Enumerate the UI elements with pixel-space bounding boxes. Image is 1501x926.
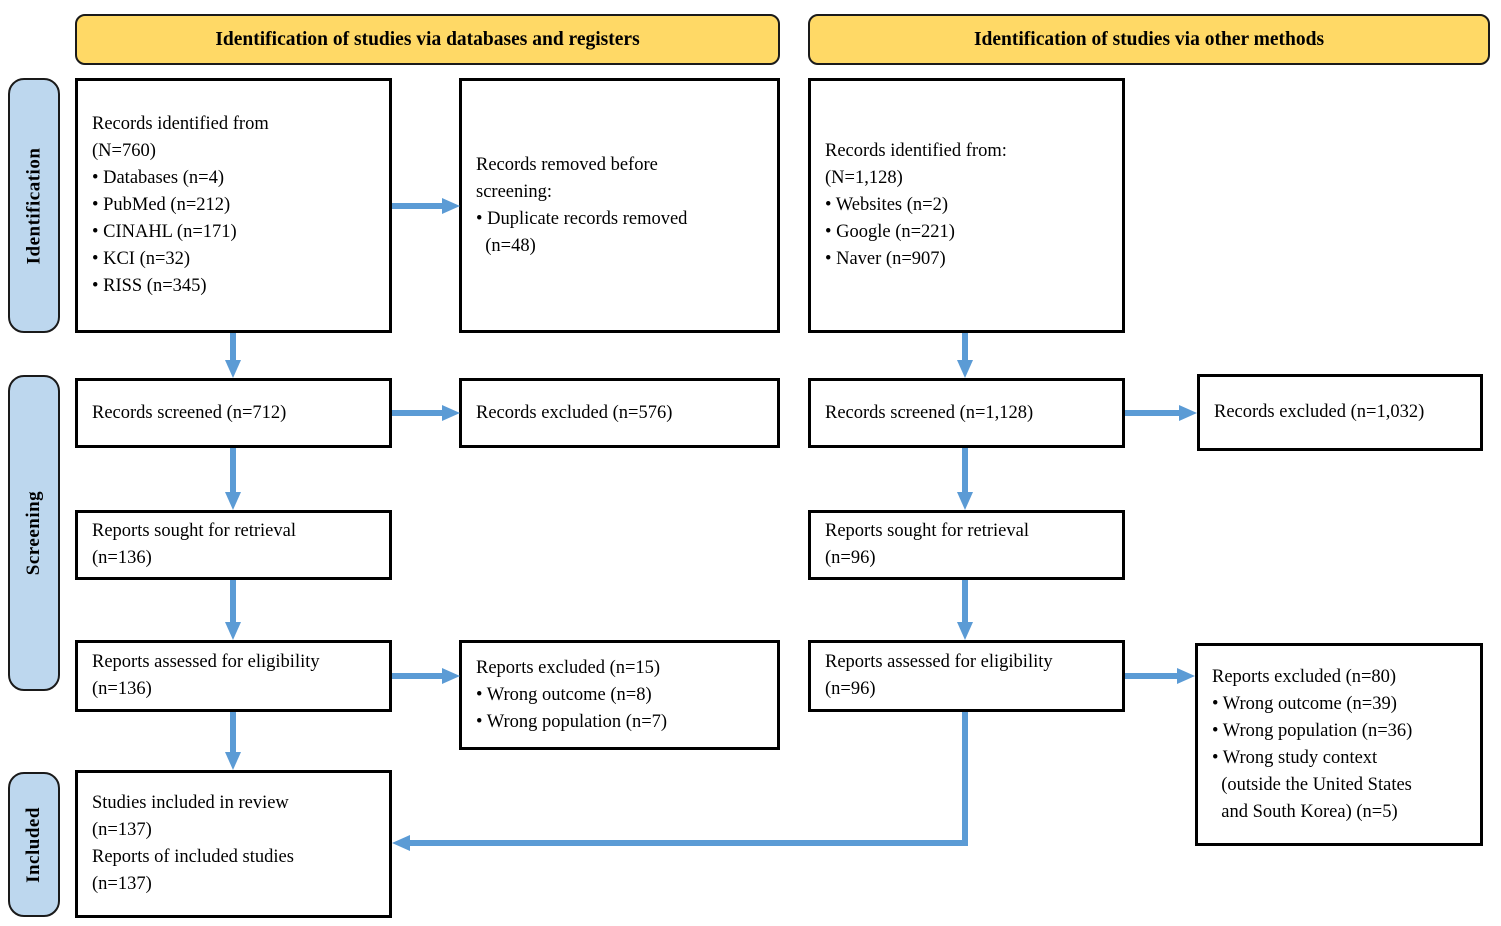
box-line: • Wrong outcome (n=8): [476, 684, 652, 705]
stage-label-text: Identification: [23, 147, 44, 264]
box-line: (n=137): [92, 874, 152, 894]
box-records-identified-other: Records identified from: (N=1,128) • Websi…: [808, 78, 1125, 333]
box-line: Records excluded (n=1,032): [1214, 402, 1425, 422]
box-line: Records removed before: [476, 154, 658, 175]
box-line: (n=136): [92, 679, 152, 699]
box-reports-sought-other: Reports sought for retrieval (n=96): [808, 510, 1125, 580]
box-line: • Wrong population (n=36): [1212, 720, 1413, 741]
box-line: • Websites (n=2): [825, 195, 948, 215]
box-records-removed-before-screening: Records removed before screening: • Duplic…: [459, 78, 780, 333]
box-line: Records screened (n=712): [92, 402, 287, 423]
box-line: Records identified from: [92, 114, 269, 134]
box-line: (N=760): [92, 141, 156, 161]
box-line: (n=96): [825, 679, 876, 699]
box-records-excluded-other: Records excluded (n=1,032): [1197, 374, 1483, 451]
box-line: Reports sought for retrieval: [92, 521, 296, 541]
stage-label-text: Included: [23, 806, 44, 883]
box-records-excluded-databases: Records excluded (n=576): [459, 378, 780, 448]
box-line: Records excluded (n=576): [476, 402, 673, 423]
box-line: • CINAHL (n=171): [92, 222, 237, 242]
box-line: Reports excluded (n=80): [1212, 666, 1397, 687]
box-line: Reports assessed for eligibility: [825, 652, 1053, 672]
box-line: • Wrong population (n=7): [476, 711, 668, 732]
column-header-databases: Identification of studies via databases …: [75, 14, 780, 65]
box-line: (N=1,128): [825, 168, 903, 188]
box-line: Reports excluded (n=15): [476, 657, 661, 678]
box-reports-assessed-databases: Reports assessed for eligibility (n=136): [75, 640, 392, 712]
box-reports-excluded-other: Reports excluded (n=80) • Wrong outcome (…: [1195, 643, 1483, 846]
box-line: • Wrong outcome (n=39): [1212, 693, 1397, 714]
box-line: Studies included in review: [92, 793, 289, 813]
stage-label-identification: Identification: [8, 78, 60, 333]
box-line: (n=96): [825, 548, 876, 568]
box-line: • Google (n=221): [825, 222, 955, 242]
box-reports-assessed-other: Reports assessed for eligibility (n=96): [808, 640, 1125, 712]
box-line: Reports sought for retrieval: [825, 521, 1029, 541]
box-line: • KCI (n=32): [92, 249, 191, 269]
box-records-screened-databases: Records screened (n=712): [75, 378, 392, 448]
box-line: • Wrong study context: [1212, 747, 1378, 768]
box-line: (n=136): [92, 548, 152, 568]
box-reports-sought-databases: Reports sought for retrieval (n=136): [75, 510, 392, 580]
box-records-identified-databases: Records identified from (N=760) • Database…: [75, 78, 392, 333]
box-line: Reports assessed for eligibility: [92, 652, 320, 672]
box-line: Records identified from:: [825, 141, 1007, 161]
box-records-screened-other: Records screened (n=1,128): [808, 378, 1125, 448]
box-line: (n=48): [476, 235, 536, 256]
box-reports-excluded-databases: Reports excluded (n=15) • Wrong outcome (…: [459, 640, 780, 750]
stage-label-text: Screening: [23, 490, 44, 576]
box-line: • PubMed (n=212): [92, 195, 231, 215]
box-line: (outside the United States: [1212, 774, 1412, 795]
box-line: screening:: [476, 181, 553, 202]
stage-label-screening: Screening: [8, 375, 60, 691]
box-line: • Naver (n=907): [825, 249, 946, 269]
box-line: • Databases (n=4): [92, 168, 224, 188]
column-header-other-methods: Identification of studies via other meth…: [808, 14, 1490, 65]
box-studies-included: Studies included in review (n=137) Reports…: [75, 770, 392, 918]
box-line: and South Korea) (n=5): [1212, 801, 1398, 822]
box-line: • Duplicate records removed: [476, 208, 688, 229]
box-line: Reports of included studies: [92, 847, 294, 867]
box-line: • RISS (n=345): [92, 276, 207, 296]
box-line: (n=137): [92, 820, 152, 840]
box-line: Records screened (n=1,128): [825, 402, 1034, 423]
stage-label-included: Included: [8, 772, 60, 917]
